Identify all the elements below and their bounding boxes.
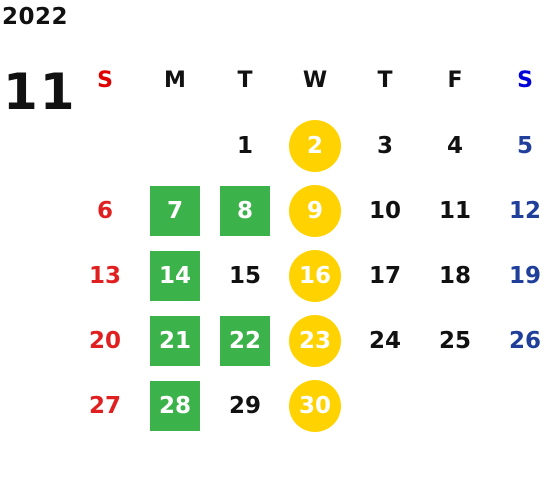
- weekday-header-row: S M T W T F S: [70, 48, 548, 113]
- day-number: 26: [508, 327, 541, 354]
- day-cell-8[interactable]: 8: [210, 178, 280, 243]
- day-number: 6: [96, 197, 113, 224]
- day-number: 10: [368, 197, 401, 224]
- day-cell-7[interactable]: 7: [140, 178, 210, 243]
- yellow-highlight-circle: [289, 119, 341, 172]
- day-cell-24[interactable]: 24: [350, 308, 420, 373]
- month-label: 11: [3, 63, 77, 121]
- day-number: 2: [306, 132, 323, 159]
- day-number: 20: [88, 327, 121, 354]
- empty-day-cell: [490, 373, 548, 438]
- day-number: 29: [228, 392, 261, 419]
- day-number: 14: [158, 262, 191, 289]
- day-number: 5: [516, 132, 533, 159]
- day-cell-30[interactable]: 30: [280, 373, 350, 438]
- day-cell-5[interactable]: 5: [490, 113, 548, 178]
- day-number: 24: [368, 327, 401, 354]
- day-cell-18[interactable]: 18: [420, 243, 490, 308]
- green-highlight-square: [220, 185, 270, 236]
- day-cell-1[interactable]: 1: [210, 113, 280, 178]
- day-number: 27: [88, 392, 121, 419]
- week-row: 1 2 3 4 5: [70, 113, 548, 178]
- day-number: 15: [228, 262, 261, 289]
- year-label: 2022: [2, 4, 69, 30]
- day-cell-13[interactable]: 13: [70, 243, 140, 308]
- empty-day-cell: [70, 113, 140, 178]
- week-row: 27 28 29 30: [70, 373, 548, 438]
- day-cell-16[interactable]: 16: [280, 243, 350, 308]
- day-number: 8: [236, 197, 253, 224]
- day-number: 17: [368, 262, 401, 289]
- weekday-header-sunday: S: [97, 68, 113, 93]
- green-highlight-square: [150, 315, 200, 366]
- day-number: 28: [158, 392, 191, 419]
- weekday-header-friday: F: [447, 68, 463, 93]
- day-cell-26[interactable]: 26: [490, 308, 548, 373]
- day-cell-2[interactable]: 2: [280, 113, 350, 178]
- yellow-highlight-circle: [289, 249, 341, 302]
- day-cell-6[interactable]: 6: [70, 178, 140, 243]
- day-number: 21: [158, 327, 191, 354]
- day-cell-17[interactable]: 17: [350, 243, 420, 308]
- green-highlight-square: [220, 315, 270, 366]
- weekday-header-thursday: T: [377, 68, 393, 93]
- weekday-header-saturday: S: [517, 68, 533, 93]
- day-cell-12[interactable]: 12: [490, 178, 548, 243]
- week-row: 20 21 22 23 24 25 26: [70, 308, 548, 373]
- day-cell-10[interactable]: 10: [350, 178, 420, 243]
- green-highlight-square: [150, 250, 200, 301]
- empty-day-cell: [140, 113, 210, 178]
- day-number: 7: [166, 197, 183, 224]
- weekday-header-monday: M: [164, 68, 186, 93]
- empty-day-cell: [420, 373, 490, 438]
- day-number: 3: [376, 132, 393, 159]
- day-number: 13: [88, 262, 121, 289]
- day-cell-29[interactable]: 29: [210, 373, 280, 438]
- day-cell-27[interactable]: 27: [70, 373, 140, 438]
- day-cell-19[interactable]: 19: [490, 243, 548, 308]
- weekday-header-wednesday: W: [302, 68, 328, 93]
- day-cell-21[interactable]: 21: [140, 308, 210, 373]
- day-cell-4[interactable]: 4: [420, 113, 490, 178]
- day-number: 16: [298, 262, 331, 289]
- yellow-highlight-circle: [289, 379, 341, 432]
- day-cell-22[interactable]: 22: [210, 308, 280, 373]
- day-cell-14[interactable]: 14: [140, 243, 210, 308]
- week-row: 13 14 15 16 17 18 19: [70, 243, 548, 308]
- day-number: 19: [508, 262, 541, 289]
- day-cell-28[interactable]: 28: [140, 373, 210, 438]
- day-number: 22: [228, 327, 261, 354]
- empty-day-cell: [350, 373, 420, 438]
- day-cell-3[interactable]: 3: [350, 113, 420, 178]
- day-number: 18: [438, 262, 471, 289]
- day-cell-11[interactable]: 11: [420, 178, 490, 243]
- week-row: 6 7 8 9 10 11 12: [70, 178, 548, 243]
- day-cell-20[interactable]: 20: [70, 308, 140, 373]
- green-highlight-square: [150, 185, 200, 236]
- day-cell-15[interactable]: 15: [210, 243, 280, 308]
- day-number: 11: [438, 197, 471, 224]
- day-number: 4: [446, 132, 463, 159]
- day-number: 9: [306, 197, 323, 224]
- day-number: 23: [298, 327, 331, 354]
- yellow-highlight-circle: [289, 184, 341, 237]
- yellow-highlight-circle: [289, 314, 341, 367]
- day-number: 12: [508, 197, 541, 224]
- weekday-header-tuesday: T: [237, 68, 253, 93]
- day-cell-23[interactable]: 23: [280, 308, 350, 373]
- day-number: 25: [438, 327, 471, 354]
- day-cell-9[interactable]: 9: [280, 178, 350, 243]
- day-number: 1: [236, 132, 253, 159]
- day-cell-25[interactable]: 25: [420, 308, 490, 373]
- green-highlight-square: [150, 380, 200, 431]
- day-number: 30: [298, 392, 331, 419]
